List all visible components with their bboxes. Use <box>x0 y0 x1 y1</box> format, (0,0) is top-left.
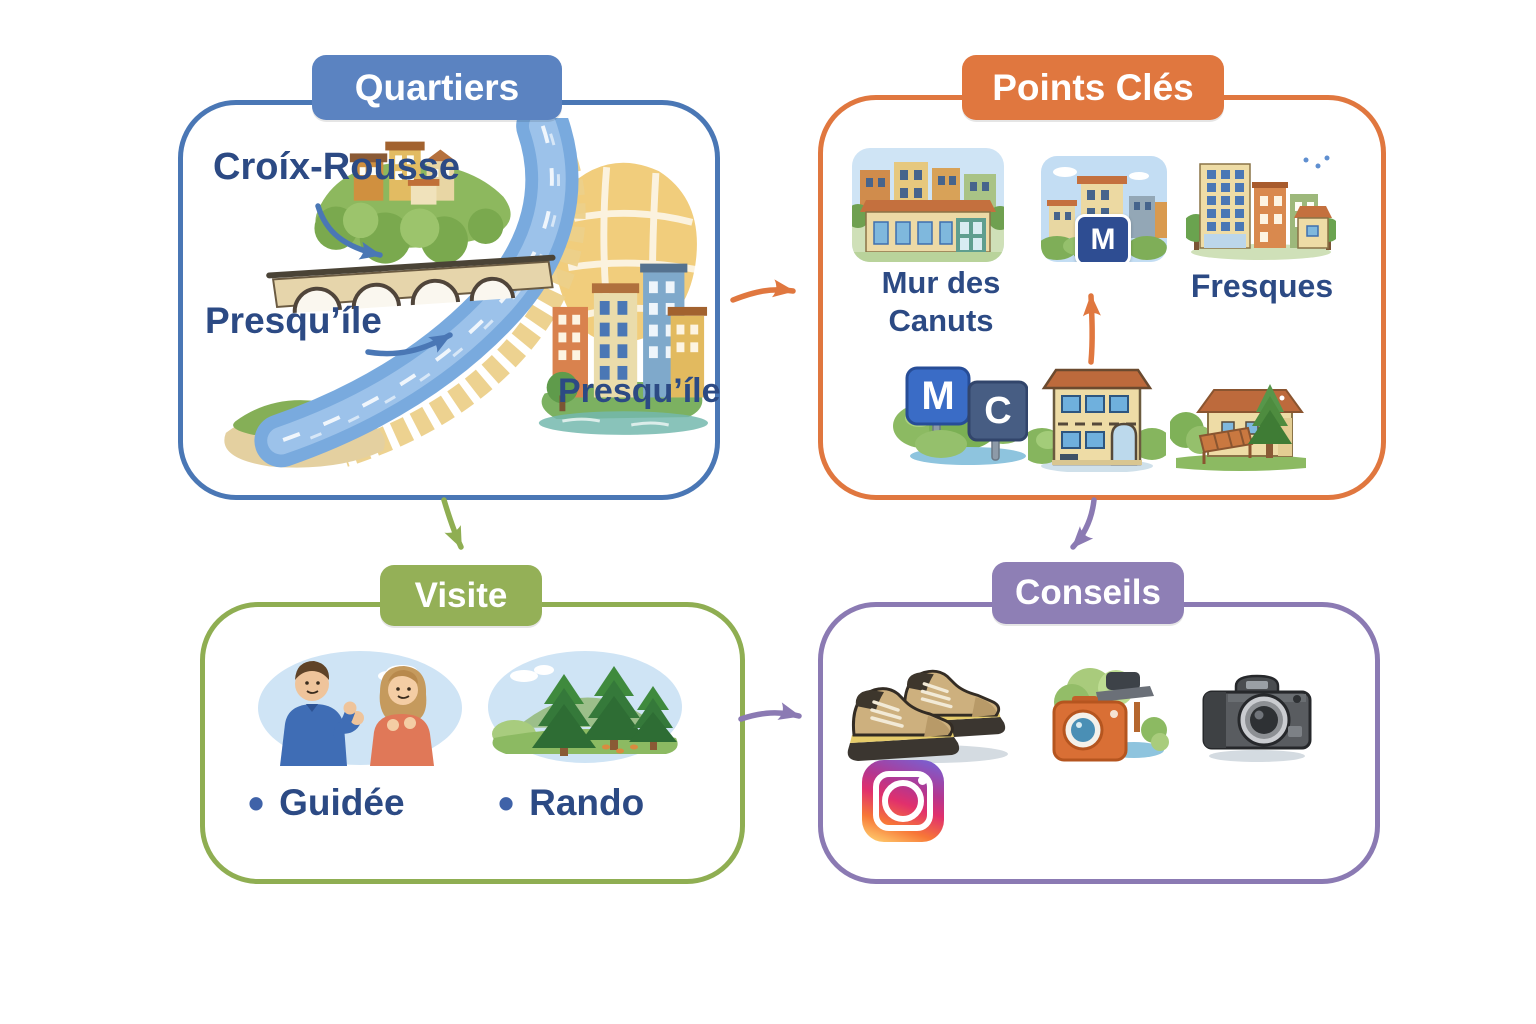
quartiers-title: Quartiers <box>354 66 520 108</box>
bullet-icon: • <box>498 777 515 829</box>
label-presquile: Presqu’íle <box>205 300 382 341</box>
guided-tour-couple-illustration <box>252 648 462 766</box>
visite-badge: Visite <box>380 565 542 626</box>
label-croix-rousse: Croíx-Rousse <box>213 146 461 188</box>
mc-street-signs-illustration: M C <box>893 356 1028 466</box>
points-cles-title: Points Clés <box>992 66 1194 108</box>
guidee-label: Guidée <box>279 782 405 823</box>
rando-label: Rando <box>529 782 645 823</box>
mur-des-canuts-illustration <box>852 148 1004 262</box>
arrow-quartiers-to-visite <box>441 497 464 550</box>
conseils-badge: Conseils <box>992 562 1184 624</box>
conseils-title: Conseils <box>1015 573 1161 612</box>
quartiers-badge: Quartiers <box>312 55 562 120</box>
arrow-visite-to-conseils <box>738 702 802 722</box>
label-presquile-2: Presqu’íle <box>558 372 721 410</box>
museum-building-illustration <box>1028 360 1166 472</box>
arrow-quartiers-to-points <box>730 279 796 303</box>
instagram-lens <box>882 780 924 822</box>
compact-camera-illustration <box>1038 658 1170 766</box>
mur-line2: Canuts <box>888 303 994 338</box>
arrow-points-to-conseils <box>1070 497 1097 550</box>
hiking-boots-icon <box>840 648 1015 766</box>
instagram-flash-dot <box>918 776 927 785</box>
metro-m-icon: M <box>1075 214 1131 262</box>
dslr-camera-icon <box>1198 668 1316 762</box>
instagram-icon <box>862 760 944 842</box>
list-item-rando: • Rando <box>498 777 645 829</box>
label-mur-des-canuts: Mur des Canuts <box>846 264 1036 340</box>
points-cles-badge: Points Clés <box>962 55 1224 120</box>
lyon-rivers-map-illustration <box>218 118 710 486</box>
instagram-frame <box>873 771 933 831</box>
sign-c-icon: C <box>984 389 1012 432</box>
country-house-illustration <box>1170 366 1312 473</box>
bullet-icon: • <box>248 777 265 829</box>
visite-title: Visite <box>414 575 508 615</box>
label-fresques: Fresques <box>1190 268 1334 304</box>
sign-m-icon: M <box>921 373 955 418</box>
metro-station-illustration: M <box>1041 156 1167 262</box>
forest-trail-illustration <box>486 650 684 764</box>
fresques-buildings-illustration <box>1186 152 1336 264</box>
list-item-guidee: • Guidée <box>248 777 405 829</box>
mur-line1: Mur des <box>881 265 1001 300</box>
